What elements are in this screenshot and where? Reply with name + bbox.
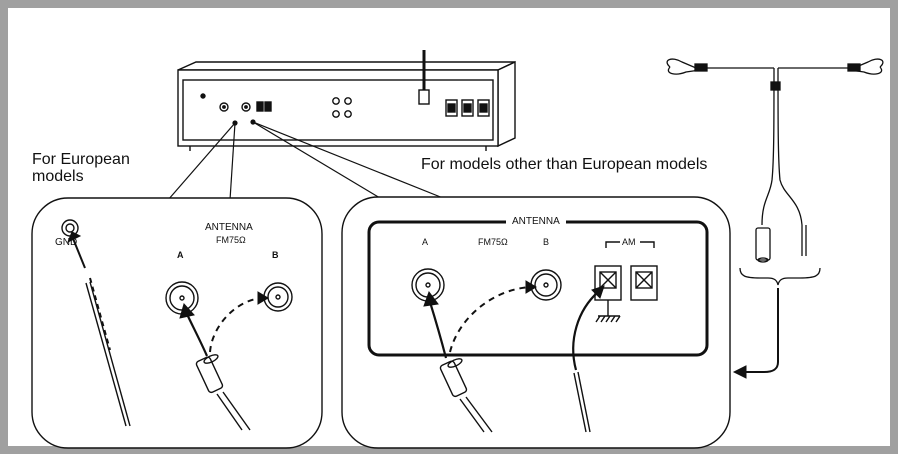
other-models-caption: For models other than European models [421, 156, 708, 173]
other-fm-plug-icon [439, 358, 493, 433]
antenna-connect-arrow [732, 288, 779, 379]
european-antenna-label: ANTENNA [205, 222, 253, 233]
european-terminal-a-label: A [177, 250, 184, 260]
receiver-unit [177, 50, 516, 151]
other-arrows [423, 280, 605, 371]
european-arrows [67, 231, 269, 357]
other-terminal-b-label: B [543, 237, 550, 247]
european-terminal-b-label: B [272, 250, 279, 260]
am-terminal-2-icon [630, 265, 658, 301]
european-fm-plug-icon [195, 354, 251, 431]
other-terminal-a-label: A [422, 237, 429, 247]
receiver-jack-a [219, 102, 229, 112]
other-fm-label: FM75Ω [478, 237, 508, 247]
european-fm-label: FM75Ω [216, 235, 246, 245]
other-antenna-label: ANTENNA [506, 217, 566, 227]
european-caption-line1: For European [32, 151, 130, 168]
ground-symbol-icon [595, 300, 621, 323]
callout-lines [167, 119, 449, 201]
gnd-label: GND [55, 237, 78, 248]
receiver-jack-b [241, 102, 251, 112]
european-caption-line2: models [32, 168, 84, 185]
am-label: AM [622, 237, 636, 247]
fm-wire-antenna-icon [666, 58, 884, 286]
other-models-panel [341, 196, 731, 449]
